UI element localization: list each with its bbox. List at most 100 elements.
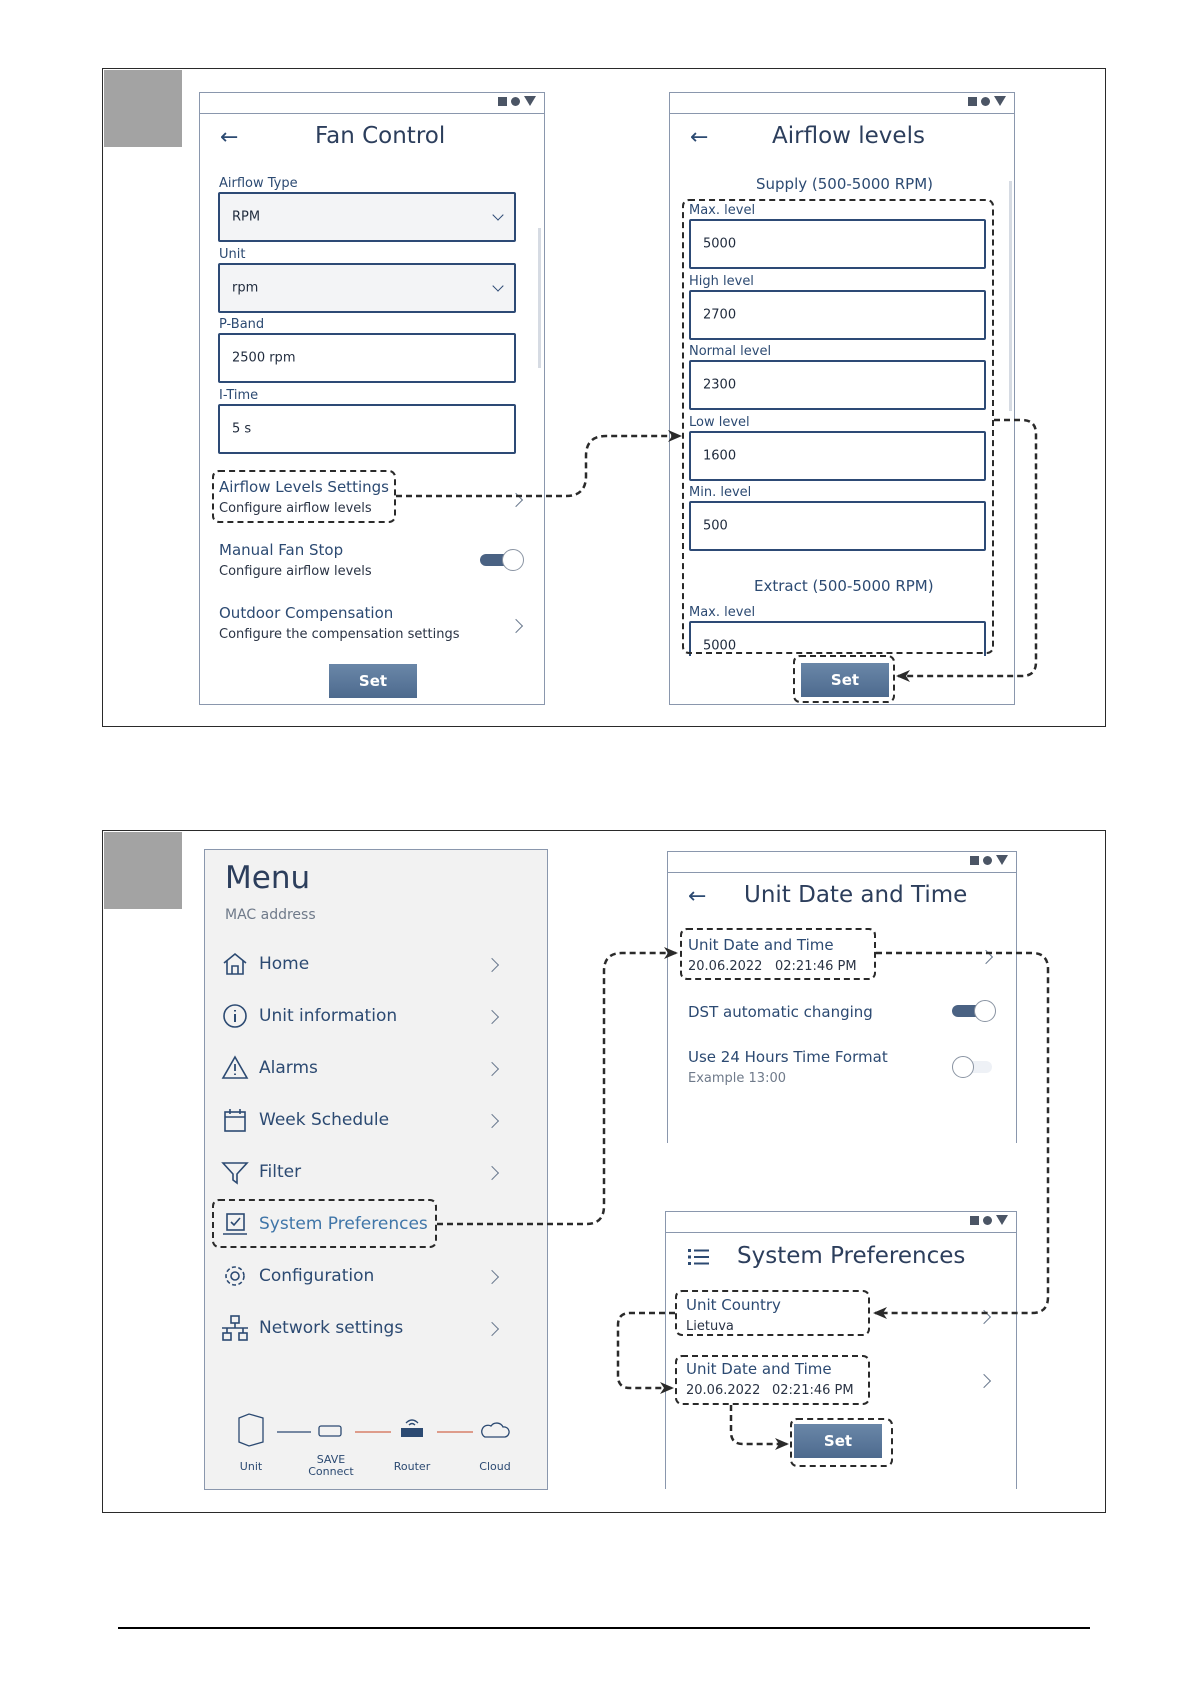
page-title: Fan Control <box>315 123 446 149</box>
extract-header: Extract (500-5000 RPM) <box>754 577 934 595</box>
i-time-label: I-Time <box>219 388 259 403</box>
airflow-type-value: RPM <box>232 209 261 225</box>
menu-item-label: Alarms <box>259 1058 318 1078</box>
mac-address-label: MAC address <box>225 907 316 923</box>
menu-item-label: Week Schedule <box>259 1110 390 1130</box>
chevron-right-icon <box>484 1165 500 1181</box>
router-icon <box>401 1428 423 1437</box>
back-arrow-icon[interactable]: ← <box>690 125 709 150</box>
menu-item-label: Configuration <box>259 1266 375 1286</box>
menu-item-label: Filter <box>259 1162 302 1182</box>
max-level-label: Max. level <box>689 203 756 218</box>
date-value: 20.06.2022 <box>688 959 763 974</box>
h24-toggle[interactable] <box>952 1056 996 1078</box>
highlight-set-button <box>790 1418 893 1467</box>
set-button[interactable]: Set <box>801 663 889 697</box>
menu-item-label: Network settings <box>259 1318 404 1338</box>
unit-icon <box>238 1413 264 1447</box>
i-time-input[interactable]: 5 s <box>218 404 516 454</box>
row-title: Airflow Levels Settings <box>219 478 389 496</box>
page-title: System Preferences <box>737 1243 966 1269</box>
menu-item-home[interactable]: Home <box>221 944 521 984</box>
row-title: Manual Fan Stop <box>219 541 344 559</box>
page-title: Airflow levels <box>772 123 925 149</box>
status-bar <box>670 93 1014 114</box>
menu-screen: Menu MAC address Home Unit information A… <box>204 849 548 1490</box>
p-band-value: 2500 rpm <box>232 350 296 366</box>
time-value: 02:21:46 PM <box>775 959 857 974</box>
circle-icon <box>981 96 990 106</box>
menu-item-configuration[interactable]: Configuration <box>221 1256 521 1296</box>
highlight-airflow-levels-settings <box>212 470 396 523</box>
footer-divider <box>118 1627 1090 1629</box>
circle-icon <box>983 1215 992 1225</box>
airflow-type-label: Airflow Type <box>219 176 298 191</box>
unit-select[interactable]: rpm <box>218 263 516 313</box>
manual-fan-stop-toggle[interactable] <box>480 549 524 571</box>
row-subtitle: Configure airflow levels <box>219 501 372 516</box>
chevron-right-icon <box>484 1113 500 1129</box>
field-value: 2300 <box>703 377 737 393</box>
highlight-unit-date-time-top <box>680 928 876 980</box>
highlight-unit-country <box>675 1290 870 1336</box>
supply-max-level-input[interactable]: 5000 <box>689 219 986 269</box>
p-band-input[interactable]: 2500 rpm <box>218 333 516 383</box>
connection-chain <box>238 1413 510 1447</box>
min-level-label: Min. level <box>689 485 752 500</box>
dst-toggle[interactable] <box>952 1000 996 1022</box>
menu-list-icon[interactable] <box>688 1248 710 1266</box>
network-icon <box>222 1315 248 1341</box>
menu-item-alarms[interactable]: Alarms <box>221 1048 521 1088</box>
back-arrow-icon[interactable]: ← <box>220 125 239 150</box>
menu-item-week-schedule[interactable]: Week Schedule <box>221 1100 521 1140</box>
airflow-type-select[interactable]: RPM <box>218 192 516 242</box>
normal-level-label: Normal level <box>689 344 772 359</box>
square-icon <box>498 96 507 106</box>
scrollbar[interactable] <box>538 228 541 368</box>
gear-icon <box>225 1266 245 1286</box>
save-connect-icon <box>318 1425 342 1437</box>
highlight-supply-fields <box>682 199 994 654</box>
menu-item-unit-information[interactable]: Unit information <box>221 996 521 1036</box>
row-title: Unit Date and Time <box>688 936 834 954</box>
circle-icon <box>511 96 520 106</box>
home-icon <box>223 952 247 975</box>
supply-high-level-input[interactable]: 2700 <box>689 290 986 340</box>
chevron-down-icon <box>492 280 504 292</box>
row-subtitle: Configure airflow levels <box>219 564 372 579</box>
menu-title: Menu <box>225 860 311 896</box>
date-value: 20.06.2022 <box>686 1383 761 1398</box>
info-icon <box>223 1004 247 1028</box>
chevron-down-icon <box>492 209 504 221</box>
chevron-right-icon <box>484 1061 500 1077</box>
set-button[interactable]: Set <box>794 1424 882 1458</box>
filter-icon <box>221 1162 249 1185</box>
row-title: Unit Date and Time <box>686 1360 832 1378</box>
set-button[interactable]: Set <box>329 664 417 698</box>
status-bar <box>666 1212 1016 1233</box>
field-value: 5000 <box>703 236 737 252</box>
fan-control-screen: ← Fan Control Airflow Type RPM Unit rpm … <box>199 92 545 705</box>
menu-item-filter[interactable]: Filter <box>221 1152 521 1192</box>
menu-item-system-preferences[interactable]: System Preferences <box>221 1204 521 1244</box>
alarm-icon <box>221 1055 249 1079</box>
figure-marker <box>104 832 182 909</box>
field-value: 1600 <box>703 448 737 464</box>
supply-normal-level-input[interactable]: 2300 <box>689 360 986 410</box>
chevron-right-icon <box>484 1321 500 1337</box>
menu-item-network-settings[interactable]: Network settings <box>221 1308 521 1348</box>
preferences-icon <box>223 1213 247 1235</box>
back-arrow-icon[interactable]: ← <box>688 884 707 909</box>
row-subtitle: Configure the compensation settings <box>219 627 460 642</box>
unit-date-time-screen: ← Unit Date and Time Unit Date and Time … <box>667 851 1017 1143</box>
p-band-label: P-Band <box>219 317 265 332</box>
scrollbar[interactable] <box>1009 181 1012 411</box>
h24-example: Example 13:00 <box>688 1071 786 1086</box>
field-value: 500 <box>703 518 728 534</box>
triangle-icon <box>524 96 536 106</box>
unit-value: rpm <box>232 280 259 296</box>
cloud-icon <box>481 1422 510 1438</box>
connection-unit-label: Unit <box>239 1460 263 1473</box>
row-value: Lietuva <box>686 1319 734 1334</box>
square-icon <box>970 1215 979 1225</box>
